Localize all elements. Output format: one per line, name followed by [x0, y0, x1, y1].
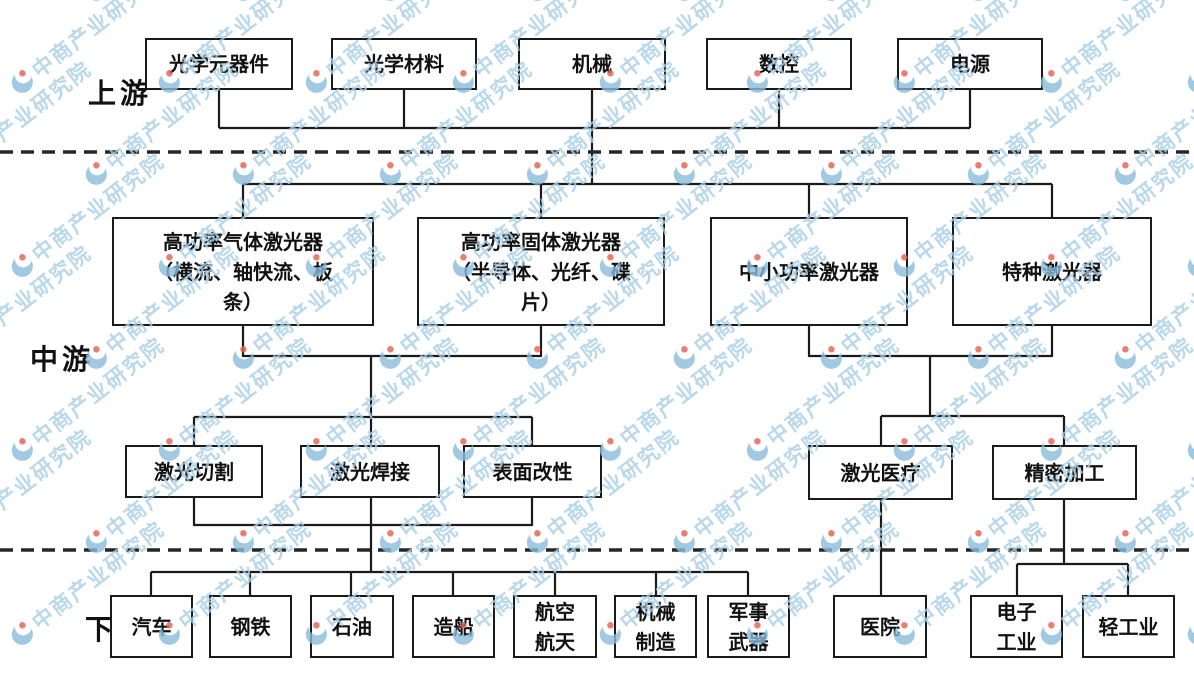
- node-a4: 精密加工: [992, 445, 1137, 500]
- node-u1: 光学材料: [331, 38, 477, 90]
- node-d8: 电子 工业: [970, 595, 1063, 658]
- node-d7: 医院: [833, 595, 927, 658]
- node-d9: 轻工业: [1082, 595, 1175, 658]
- node-m3: 特种激光器: [952, 217, 1152, 326]
- section-label-midstream: 中游: [30, 343, 95, 376]
- section-label-upstream: 上游: [88, 77, 153, 110]
- node-a3: 激光医疗: [808, 445, 953, 500]
- node-u2: 机械: [518, 38, 666, 90]
- node-m1: 高功率固体激光器 （半导体、光纤、碟 片）: [417, 217, 665, 326]
- node-u3: 数控: [706, 38, 852, 90]
- node-d2: 石油: [310, 595, 394, 658]
- node-d6: 军事 武器: [707, 595, 790, 658]
- node-d1: 钢铁: [209, 595, 292, 658]
- node-d0: 汽车: [110, 595, 193, 658]
- node-d3: 造船: [412, 595, 495, 658]
- node-m0: 高功率气体激光器 （横流、轴快流、板 条）: [112, 217, 374, 326]
- node-a2: 表面改性: [463, 445, 602, 498]
- node-u4: 电源: [897, 38, 1043, 90]
- node-d4: 航空 航天: [513, 595, 597, 658]
- node-u0: 光学元器件: [145, 38, 293, 90]
- node-a1: 激光焊接: [300, 445, 440, 498]
- node-a0: 激光切割: [125, 445, 263, 498]
- node-d5: 机械 制造: [614, 595, 697, 658]
- node-m2: 中小功率激光器: [710, 217, 908, 326]
